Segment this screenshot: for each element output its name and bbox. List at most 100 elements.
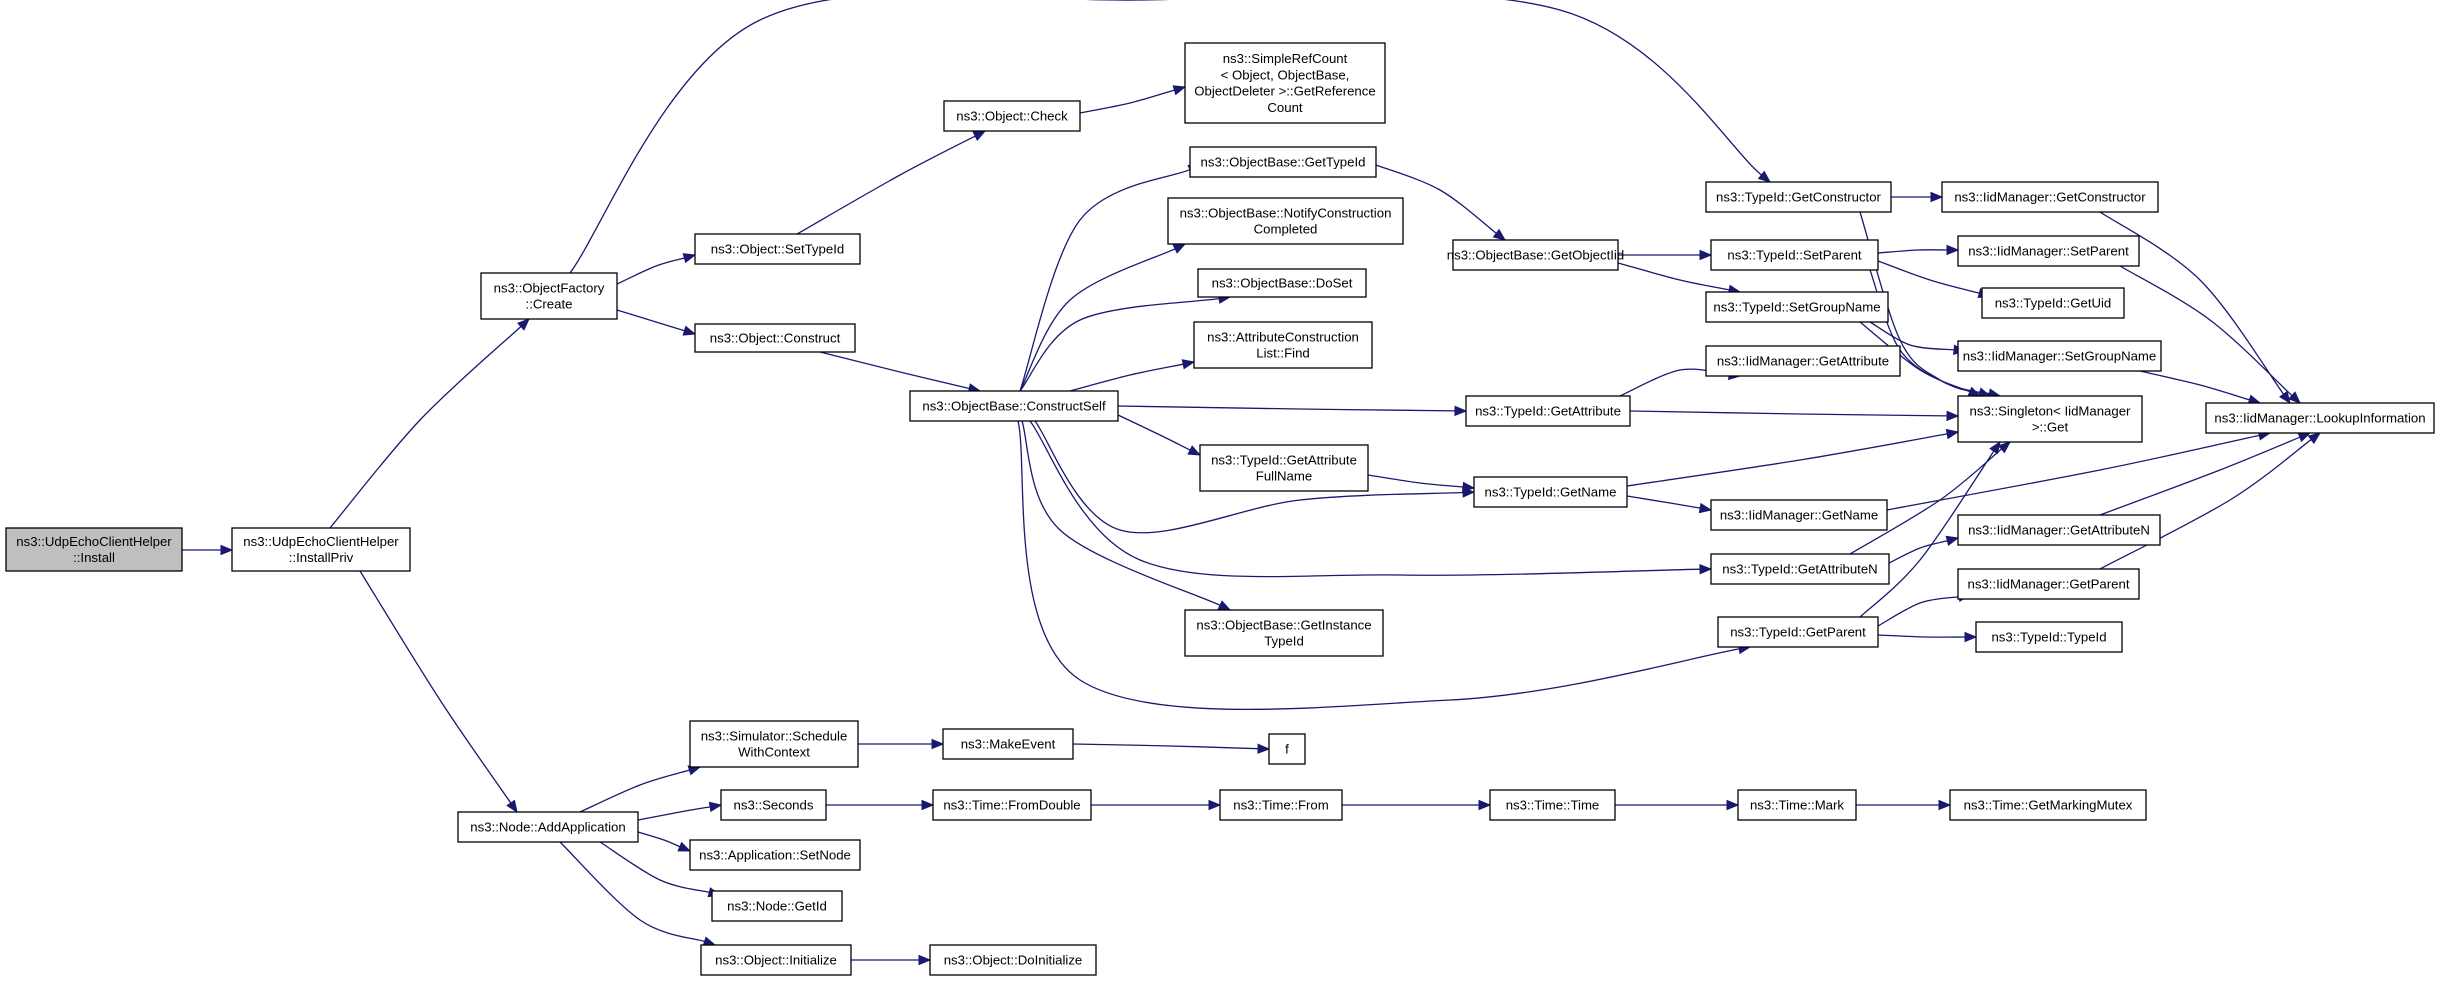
- node-label-line: ns3::IidManager::SetParent: [1968, 244, 2129, 259]
- node-iid-getparent[interactable]: ns3::IidManager::GetParent: [1957, 568, 2140, 600]
- edge-obj_check-to-simplerefcount: [1079, 85, 1187, 114]
- node-obj-settypeid[interactable]: ns3::Object::SetTypeId: [694, 233, 861, 265]
- node-typeid-getconstructor[interactable]: ns3::TypeId::GetConstructor: [1705, 181, 1892, 213]
- node-factory-create[interactable]: ns3::ObjectFactory::Create: [480, 272, 618, 320]
- edge-line: [1617, 262, 1730, 291]
- node-time-time[interactable]: ns3::Time::Time: [1489, 789, 1616, 821]
- node-typeid-getuid[interactable]: ns3::TypeId::GetUid: [1981, 287, 2125, 319]
- node-typeid-setparent[interactable]: ns3::TypeId::SetParent: [1710, 239, 1879, 271]
- node-label-line: ns3::Application::SetNode: [699, 848, 851, 863]
- node-label-line: ns3::Object::DoInitialize: [944, 953, 1083, 968]
- node-label-line: ::InstallPriv: [289, 550, 354, 565]
- node-box: [694, 233, 861, 265]
- edge-line: [1888, 540, 1948, 564]
- edge-ob_constructself-to-ob_getinstance: [1021, 420, 1232, 611]
- node-seconds[interactable]: ns3::Seconds: [720, 789, 827, 821]
- node-iid-getname[interactable]: ns3::IidManager::GetName: [1710, 499, 1888, 531]
- edge-typeid_getconstructor-to-iid_getconstructor: [1891, 191, 1944, 203]
- node-label-line: ns3::SimpleRefCount: [1223, 51, 1348, 66]
- edge-ob_gettypeid-to-ob_getobjectiid: [1375, 164, 1507, 241]
- node-obj-doinitialize[interactable]: ns3::Object::DoInitialize: [929, 944, 1097, 976]
- node-obj-check[interactable]: ns3::Object::Check: [943, 100, 1081, 132]
- edge-arrowhead: [1946, 410, 1960, 422]
- edge-arrowhead: [931, 738, 945, 750]
- node-iid-getattributen[interactable]: ns3::IidManager::GetAttributeN: [1957, 514, 2161, 546]
- node-time-from[interactable]: ns3::Time::From: [1219, 789, 1343, 821]
- edge-typeid_getattribute-to-singleton_get: [1629, 410, 1960, 422]
- node-node-getid[interactable]: ns3::Node::GetId: [711, 890, 843, 922]
- node-ob-constructself[interactable]: ns3::ObjectBase::ConstructSelf: [909, 390, 1119, 422]
- edge-line: [2139, 370, 2250, 401]
- node-time-mark[interactable]: ns3::Time::Mark: [1737, 789, 1857, 821]
- node-label-line: ObjectDeleter >::GetReference: [1194, 84, 1375, 99]
- edge-ob_constructself-to-typeid_getattributen: [1029, 420, 1713, 578]
- edge-iid_getconstructor-to-iid_lookup: [2099, 211, 2291, 405]
- node-install-priv[interactable]: ns3::UdpEchoClientHelper::InstallPriv: [231, 527, 411, 572]
- node-iid-getconstructor[interactable]: ns3::IidManager::GetConstructor: [1941, 181, 2159, 213]
- node-time-fromdouble[interactable]: ns3::Time::FromDouble: [932, 789, 1092, 821]
- node-label-line: ::Install: [73, 550, 115, 565]
- edge-arrowhead: [1454, 405, 1468, 417]
- edge-line: [1859, 321, 1971, 393]
- node-box: [1957, 235, 2140, 267]
- edge-arrowhead: [1217, 600, 1232, 611]
- node-label-line: ns3::Object::Construct: [710, 331, 841, 346]
- edge-arrowhead: [972, 130, 987, 141]
- node-app-setnode[interactable]: ns3::Application::SetNode: [689, 839, 861, 871]
- node-label-line: ns3::Time::FromDouble: [943, 798, 1080, 813]
- node-iid-lookup[interactable]: ns3::IidManager::LookupInformation: [2205, 402, 2435, 434]
- node-iid-setgroupname[interactable]: ns3::IidManager::SetGroupName: [1957, 340, 2162, 372]
- edge-line: [1017, 420, 1740, 711]
- node-label-line: ns3::TypeId::SetParent: [1727, 248, 1861, 263]
- node-box: [5, 527, 183, 572]
- node-box: [694, 323, 856, 353]
- node-time-getmarkingmutex[interactable]: ns3::Time::GetMarkingMutex: [1949, 789, 2147, 821]
- node-obj-construct[interactable]: ns3::Object::Construct: [694, 323, 856, 353]
- node-ob-gettypeid[interactable]: ns3::ObjectBase::GetTypeId: [1189, 146, 1377, 178]
- node-label-line: ns3::IidManager::GetName: [1720, 508, 1878, 523]
- node-singleton-get[interactable]: ns3::Singleton< IidManager>::Get: [1957, 395, 2143, 443]
- node-label-line: ns3::UdpEchoClientHelper: [243, 534, 399, 549]
- node-box: [457, 811, 639, 843]
- edge-iid_setparent-to-iid_lookup: [2119, 265, 2301, 404]
- node-obj-initialize[interactable]: ns3::Object::Initialize: [700, 944, 852, 976]
- node-udp-install[interactable]: ns3::UdpEchoClientHelper::Install: [5, 527, 183, 572]
- node-typeid-getattributen[interactable]: ns3::TypeId::GetAttributeN: [1710, 553, 1890, 585]
- node-box: [909, 390, 1119, 422]
- node-label-line: ns3::Node::AddApplication: [470, 820, 625, 835]
- node-label-line: ns3::Object::Initialize: [715, 953, 837, 968]
- node-typeid-setgroupname[interactable]: ns3::TypeId::SetGroupName: [1705, 291, 1889, 323]
- node-label-line: ns3::Time::GetMarkingMutex: [1964, 798, 2133, 813]
- node-ob-getobjectiid[interactable]: ns3::ObjectBase::GetObjectIid: [1447, 239, 1624, 271]
- node-box: [1717, 616, 1879, 648]
- node-ob-doset[interactable]: ns3::ObjectBase::DoSet: [1197, 268, 1367, 298]
- edge-line: [1877, 249, 1948, 254]
- edge-arrowhead: [1181, 359, 1196, 370]
- node-iid-setparent[interactable]: ns3::IidManager::SetParent: [1957, 235, 2140, 267]
- edge-typeid_getname-to-singleton_get: [1626, 428, 1960, 487]
- node-iid-getattribute[interactable]: ns3::IidManager::GetAttribute: [1705, 345, 1901, 377]
- node-makeevent[interactable]: ns3::MakeEvent: [942, 728, 1074, 760]
- edge-typeid_getparent-to-iid_getparent: [1877, 591, 1972, 627]
- node-ob-notify[interactable]: ns3::ObjectBase::NotifyConstructionCompl…: [1167, 197, 1404, 245]
- edge-arrowhead: [1946, 244, 1960, 256]
- edge-line: [1072, 743, 1259, 750]
- node-label-line: ns3::TypeId::GetName: [1485, 485, 1617, 500]
- edge-node_addapp-to-seconds: [637, 801, 723, 821]
- edge-factory_create-to-typeid_getconstructor: [569, 0, 1772, 274]
- node-simplerefcount[interactable]: ns3::SimpleRefCount< Object, ObjectBase,…: [1184, 42, 1386, 124]
- node-label-line: ns3::IidManager::GetAttributeN: [1968, 523, 2150, 538]
- node-typeid-getattribute[interactable]: ns3::TypeId::GetAttribute: [1465, 395, 1631, 427]
- node-typeid-getname[interactable]: ns3::TypeId::GetName: [1473, 476, 1628, 508]
- node-node-addapp[interactable]: ns3::Node::AddApplication: [457, 811, 639, 843]
- node-typeid-typeid[interactable]: ns3::TypeId::TypeId: [1975, 621, 2123, 653]
- node-box: [1957, 514, 2161, 546]
- edge-arrowhead: [1997, 441, 2012, 454]
- node-f[interactable]: f: [1268, 733, 1306, 765]
- node-typeid-getparent[interactable]: ns3::TypeId::GetParent: [1717, 616, 1879, 648]
